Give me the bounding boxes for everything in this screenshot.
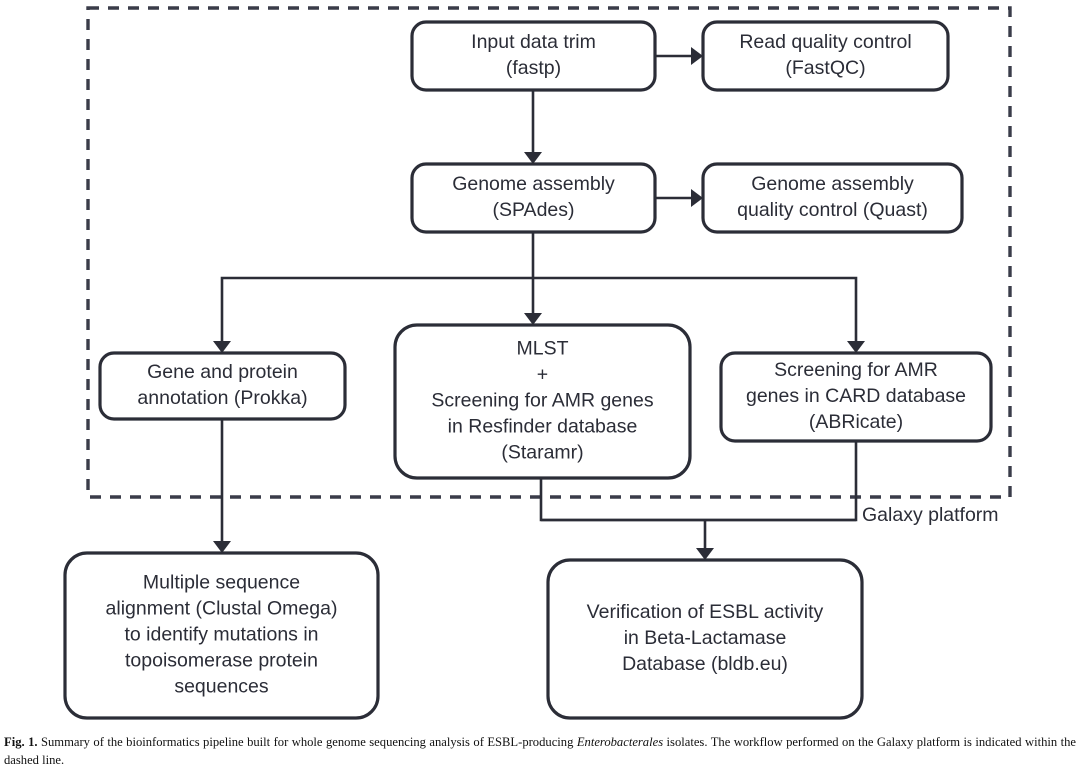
node-genome-assembly-line-1: Genome assembly: [452, 173, 615, 195]
caption-text-part-1: Summary of the bioinformatics pipeline b…: [37, 735, 577, 749]
node-genome-assembly: Genome assembly (SPAdes): [410, 162, 657, 234]
edge-spades-to-quast-arrowhead: [691, 189, 703, 207]
node-multiple-sequence-alignment-line-2: alignment (Clustal Omega): [106, 598, 338, 620]
node-gene-and-protein-annotation-line-1: Gene and protein: [147, 361, 298, 383]
edge-spades-to-abricate-arrowhead: [847, 341, 865, 353]
node-read-quality-control-line-2: (FastQC): [785, 57, 865, 79]
flowchart-connectors: [213, 47, 865, 560]
node-esbl-verification-bldb-line-3: Database (bldb.eu): [622, 653, 788, 675]
node-card-abricate-screening-line-3: (ABRicate): [809, 411, 903, 433]
edge-merge-to-bldb-arrowhead: [696, 548, 714, 560]
galaxy-platform-dashed-frame: [86, 6, 1012, 499]
galaxy-platform-label-layer: Galaxy platform: [862, 504, 999, 526]
galaxy-platform-group: [86, 6, 1012, 499]
node-card-abricate-screening: Screening for AMR genes in CARD database (…: [719, 351, 993, 443]
node-genome-assembly-quality-control-line-2: quality control (Quast): [737, 199, 928, 221]
node-genome-assembly-quality-control-shape: [701, 162, 964, 234]
node-esbl-verification-bldb: Verification of ESBL activity in Beta-Lac…: [546, 558, 864, 720]
node-multiple-sequence-alignment-line-1: Multiple sequence: [143, 572, 300, 594]
node-read-quality-control: Read quality control (FastQC): [701, 20, 950, 92]
node-esbl-verification-bldb-shape: [546, 558, 864, 720]
edge-spades-to-abricate: [533, 276, 858, 344]
node-read-quality-control-shape: [701, 20, 950, 92]
node-multiple-sequence-alignment-line-3: to identify mutations in: [124, 624, 318, 646]
node-mlst-and-resfinder-screening-line-5: (Staramr): [501, 442, 583, 464]
flowchart-nodes: Input data trim (fastp) Read quality contr…: [63, 20, 993, 720]
node-card-abricate-screening-line-2: genes in CARD database: [746, 385, 966, 407]
edge-abricate-to-merge: [541, 441, 858, 522]
node-mlst-and-resfinder-screening: MLST + Screening for AMR genes in Resfinder…: [393, 323, 692, 480]
node-mlst-and-resfinder-screening-line-1: MLST: [516, 338, 568, 360]
node-genome-assembly-shape: [410, 162, 657, 234]
node-genome-assembly-line-2: (SPAdes): [493, 199, 575, 221]
node-input-data-trim-line-2: (fastp): [506, 57, 561, 79]
node-genome-assembly-quality-control-line-1: Genome assembly: [751, 173, 914, 195]
node-mlst-and-resfinder-screening-line-3: Screening for AMR genes: [431, 390, 653, 412]
node-multiple-sequence-alignment: Multiple sequence alignment (Clustal Omeg…: [63, 551, 380, 720]
node-gene-and-protein-annotation: Gene and protein annotation (Prokka): [98, 351, 347, 421]
node-read-quality-control-line-1: Read quality control: [739, 31, 911, 53]
edge-staramr-to-merge: [539, 478, 856, 522]
node-gene-and-protein-annotation-line-2: annotation (Prokka): [137, 387, 307, 409]
node-multiple-sequence-alignment-line-5: sequences: [174, 676, 269, 698]
node-multiple-sequence-alignment-line-4: topoisomerase protein: [125, 650, 318, 672]
caption-figure-number: Fig. 1.: [4, 735, 38, 749]
edge-fastp-to-fastqc-arrowhead: [691, 47, 703, 65]
node-multiple-sequence-alignment-shape: [63, 551, 380, 720]
node-input-data-trim-shape: [410, 20, 657, 92]
node-input-data-trim-line-1: Input data trim: [471, 31, 596, 53]
caption-text-part-2: isolates. The workflow performed on the …: [4, 735, 1076, 767]
node-mlst-and-resfinder-screening-line-4: in Resfinder database: [448, 416, 638, 438]
node-mlst-and-resfinder-screening-shape: [393, 323, 692, 480]
node-esbl-verification-bldb-line-2: in Beta-Lactamase: [624, 627, 787, 649]
node-input-data-trim: Input data trim (fastp): [410, 20, 657, 92]
edge-prokka-to-msa-arrowhead: [213, 541, 231, 553]
node-genome-assembly-quality-control: Genome assembly quality control (Quast): [701, 162, 964, 234]
node-card-abricate-screening-shape: [719, 351, 993, 443]
edge-spades-to-prokka: [220, 276, 533, 344]
edge-spades-to-prokka-arrowhead: [213, 341, 231, 353]
node-card-abricate-screening-line-1: Screening for AMR: [774, 359, 938, 381]
edge-spades-to-mlst-arrowhead: [524, 313, 542, 325]
caption-italic-term: Enterobacterales: [576, 735, 664, 749]
node-esbl-verification-bldb-line-1: Verification of ESBL activity: [587, 601, 824, 623]
galaxy-platform-label: Galaxy platform: [862, 504, 999, 526]
node-gene-and-protein-annotation-shape: [98, 351, 347, 421]
node-mlst-and-resfinder-screening-line-2: +: [537, 364, 548, 386]
figure-caption: Fig. 1. Summary of the bioinformatics pi…: [0, 734, 1080, 769]
edge-fastp-to-spades-arrowhead: [524, 152, 542, 164]
pipeline-flowchart: Input data trim (fastp) Read quality contr…: [63, 6, 1012, 720]
